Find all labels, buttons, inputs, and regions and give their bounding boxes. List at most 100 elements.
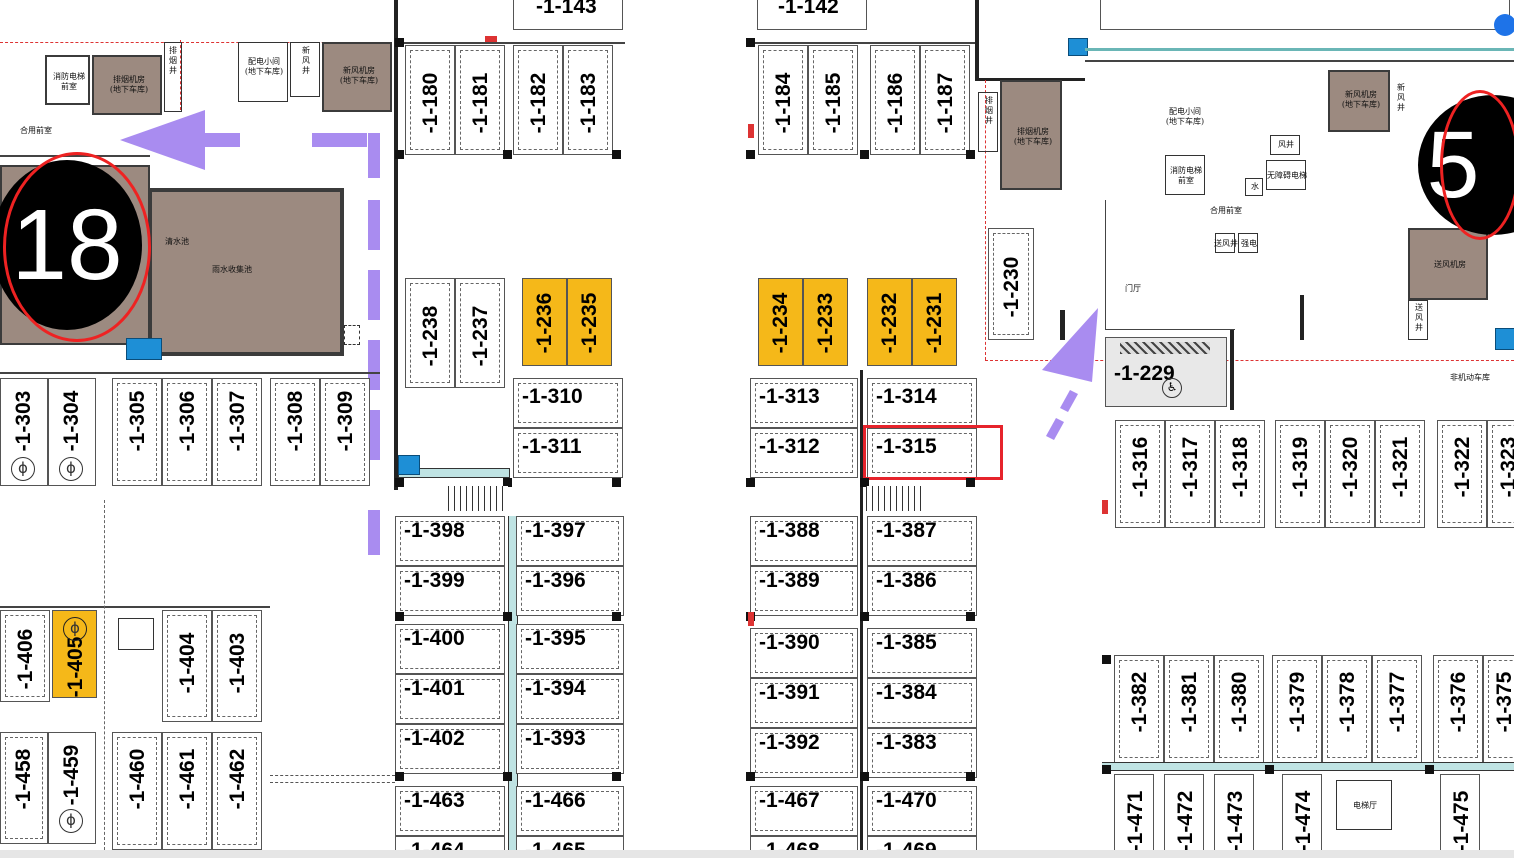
spot-label: -1-187: [934, 72, 957, 134]
horizontal-scrollbar[interactable]: [0, 850, 1514, 858]
parking-spot[interactable]: -1-378: [1322, 655, 1372, 763]
parking-spot[interactable]: -1-401: [395, 674, 505, 724]
parking-spot[interactable]: -1-472: [1164, 774, 1204, 858]
parking-spot[interactable]: -1-308: [270, 378, 320, 486]
map-control-icon[interactable]: [1494, 14, 1514, 36]
parking-spot[interactable]: -1-467: [750, 786, 858, 836]
parking-spot[interactable]: -1-461: [162, 732, 212, 850]
parking-spot[interactable]: -1-375: [1483, 655, 1514, 763]
parking-spot[interactable]: -1-381: [1164, 655, 1214, 763]
parking-spot[interactable]: -1-387: [867, 516, 977, 566]
parking-spot[interactable]: -1-317: [1165, 420, 1215, 528]
parking-spot[interactable]: -1-181: [455, 45, 505, 155]
ev-parking-spot[interactable]: -1-231: [912, 278, 957, 366]
parking-spot[interactable]: -1-186: [870, 45, 920, 155]
parking-spot[interactable]: -1-182: [513, 45, 563, 155]
parking-spot[interactable]: -1-470: [867, 786, 977, 836]
parking-spot[interactable]: -1-473: [1214, 774, 1254, 858]
parking-spot[interactable]: -1-389: [750, 566, 858, 616]
parking-spot[interactable]: -1-184: [758, 45, 808, 155]
parking-spot[interactable]: -1-185: [808, 45, 858, 155]
parking-spot[interactable]: -1-391: [750, 678, 858, 728]
parking-spot[interactable]: -1-183: [563, 45, 613, 155]
parking-spot[interactable]: -1-143: [513, 0, 623, 30]
rain-pool-label: 雨水收集池: [212, 265, 252, 274]
spot-label: -1-375: [1493, 671, 1514, 733]
parking-spot[interactable]: -1-396: [516, 566, 624, 616]
parking-spot[interactable]: -1-312: [750, 428, 858, 478]
parking-spot[interactable]: -1-380: [1214, 655, 1264, 763]
accessible-parking-spot[interactable]: -1-229 ♿: [1105, 337, 1227, 407]
parking-spot[interactable]: -1-383: [867, 728, 977, 778]
parking-spot[interactable]: -1-460: [112, 732, 162, 850]
parking-spot[interactable]: -1-321: [1375, 420, 1425, 528]
wall: [975, 78, 1085, 81]
parking-spot[interactable]: -1-404: [162, 610, 212, 722]
parking-spot[interactable]: -1-320: [1325, 420, 1375, 528]
parking-spot[interactable]: -1-322: [1437, 420, 1487, 528]
ev-parking-spot[interactable]: -1-234: [758, 278, 803, 366]
parking-spot[interactable]: -1-379: [1272, 655, 1322, 763]
parking-spot[interactable]: -1-310: [513, 378, 623, 428]
spot-label: -1-309: [334, 390, 357, 452]
parking-spot[interactable]: -1-307: [212, 378, 262, 486]
spot-label: -1-395: [525, 627, 586, 650]
parking-spot[interactable]: -1-187: [920, 45, 970, 155]
spot-label: -1-232: [878, 292, 901, 354]
supply-shaft-label: 送 风 井: [1415, 303, 1423, 332]
spot-label: -1-391: [759, 681, 820, 704]
parking-spot[interactable]: -1-403: [212, 610, 262, 722]
parking-spot[interactable]: -1-475: [1440, 774, 1480, 858]
parking-spot[interactable]: -1-311: [513, 428, 623, 478]
parking-spot[interactable]: -1-402: [395, 724, 505, 774]
parking-spot[interactable]: -1-306: [162, 378, 212, 486]
parking-spot[interactable]: -1-462: [212, 732, 262, 850]
parking-spot[interactable]: -1-385: [867, 628, 977, 678]
parking-spot[interactable]: -1-237: [455, 278, 505, 388]
parking-spot[interactable]: -1-398: [395, 516, 505, 566]
parking-spot[interactable]: -1-314: [867, 378, 977, 428]
parking-spot[interactable]: -1-393: [516, 724, 624, 774]
parking-spot[interactable]: -1-397: [516, 516, 624, 566]
parking-spot[interactable]: -1-474: [1282, 774, 1322, 858]
parking-spot[interactable]: -1-305: [112, 378, 162, 486]
ev-parking-spot[interactable]: -1-233: [803, 278, 848, 366]
ev-charging-spot[interactable]: -1-459 ϕ: [48, 732, 96, 844]
ev-parking-spot[interactable]: -1-232: [867, 278, 912, 366]
parking-spot[interactable]: -1-316: [1115, 420, 1165, 528]
parking-spot[interactable]: -1-323: [1487, 420, 1514, 528]
parking-spot[interactable]: -1-388: [750, 516, 858, 566]
ev-parking-spot[interactable]: -1-235: [567, 278, 612, 366]
spot-label: -1-396: [525, 569, 586, 592]
ev-charging-spot[interactable]: -1-303 ϕ: [0, 378, 48, 486]
spot-label: -1-467: [759, 789, 820, 812]
parking-spot[interactable]: -1-399: [395, 566, 505, 616]
parking-spot[interactable]: -1-392: [750, 728, 858, 778]
parking-spot[interactable]: -1-318: [1215, 420, 1265, 528]
parking-spot[interactable]: -1-142: [757, 0, 867, 30]
parking-spot[interactable]: -1-377: [1372, 655, 1422, 763]
ev-charging-spot[interactable]: -1-405 ϕ: [52, 610, 97, 698]
parking-spot[interactable]: -1-386: [867, 566, 977, 616]
parking-spot[interactable]: -1-238: [405, 278, 455, 388]
parking-spot[interactable]: -1-382: [1114, 655, 1164, 763]
parking-spot[interactable]: -1-400: [395, 624, 505, 674]
parking-spot[interactable]: -1-458: [0, 732, 48, 844]
parking-spot[interactable]: -1-384: [867, 678, 977, 728]
parking-spot[interactable]: -1-463: [395, 786, 505, 836]
parking-spot[interactable]: -1-394: [516, 674, 624, 724]
parking-spot[interactable]: -1-309: [320, 378, 370, 486]
parking-spot[interactable]: -1-395: [516, 624, 624, 674]
parking-spot[interactable]: -1-313: [750, 378, 858, 428]
parking-spot[interactable]: -1-319: [1275, 420, 1325, 528]
parking-spot[interactable]: -1-406: [0, 610, 50, 702]
parking-spot[interactable]: -1-466: [516, 786, 624, 836]
parking-spot[interactable]: -1-180: [405, 45, 455, 155]
highlighted-parking-spot[interactable]: -1-315: [867, 428, 977, 478]
parking-spot[interactable]: -1-230: [988, 228, 1034, 340]
parking-spot[interactable]: -1-376: [1433, 655, 1483, 763]
parking-spot[interactable]: -1-390: [750, 628, 858, 678]
ev-parking-spot[interactable]: -1-236: [522, 278, 567, 366]
parking-spot[interactable]: -1-471: [1114, 774, 1154, 858]
ev-charging-spot[interactable]: -1-304 ϕ: [48, 378, 96, 486]
